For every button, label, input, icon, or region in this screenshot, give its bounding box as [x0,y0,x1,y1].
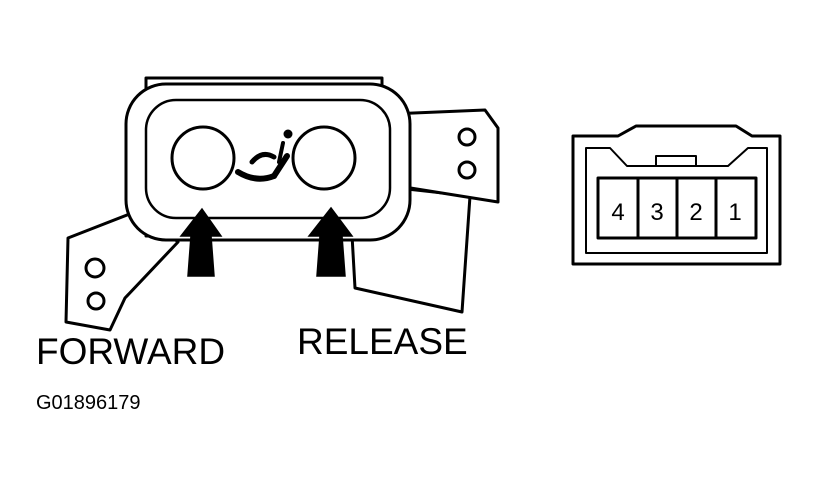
left-bracket-hole-bottom [86,291,106,311]
connector-latch [655,155,697,167]
forward-button [170,125,236,191]
release-label: RELEASE [297,321,468,362]
right-bracket-hole-bottom [457,160,477,180]
switch-assembly [64,76,500,332]
seat-icon [235,129,293,182]
figure-id-label: G01896179 [36,392,141,414]
forward-arrow [179,207,223,277]
arrow-up-icon [179,206,354,277]
connector-pin-label: 1 [728,199,741,226]
forward-label: FORWARD [36,331,226,372]
connector-pin-label: 4 [611,199,624,226]
right-bracket-hole-top [457,127,477,147]
left-bracket-hole-top [84,257,106,279]
release-arrow [307,206,354,277]
connector [571,124,782,266]
connector-pin-label: 3 [650,199,663,226]
connector-pin-label: 2 [689,199,702,226]
release-button [291,125,357,191]
